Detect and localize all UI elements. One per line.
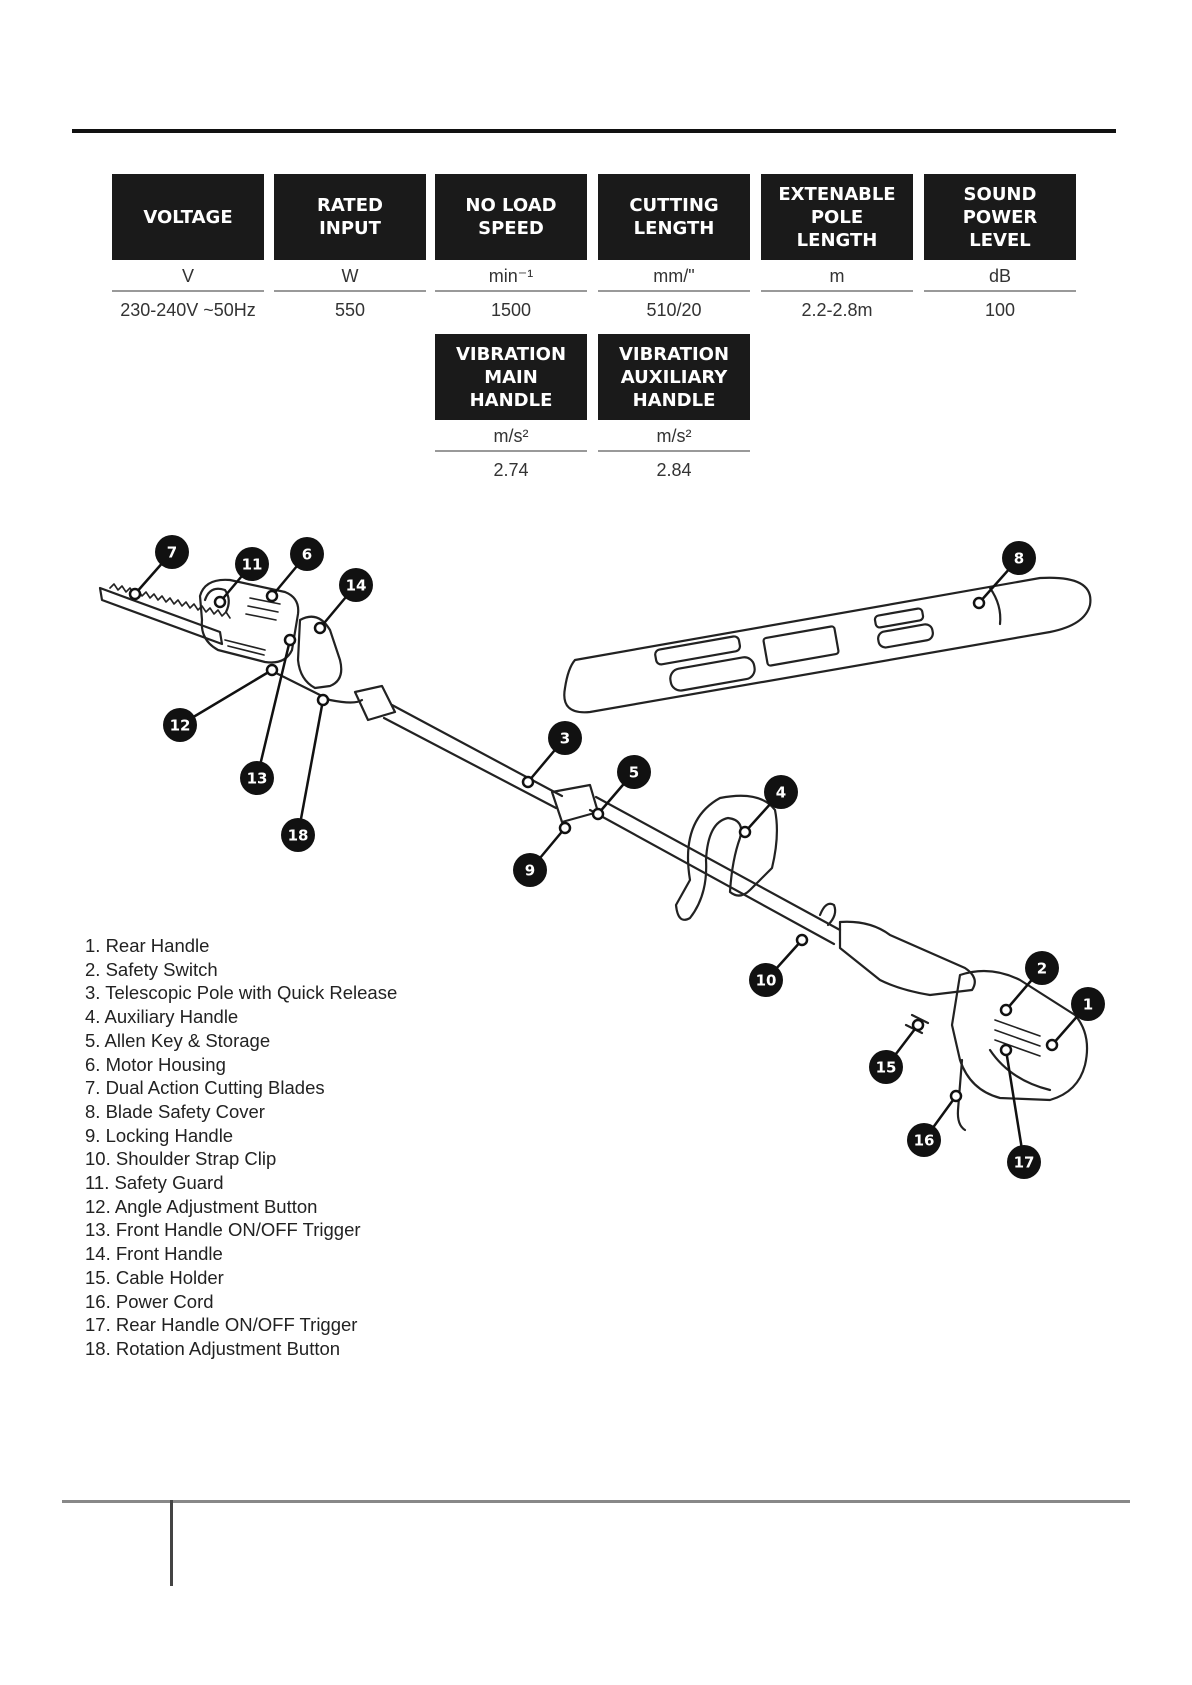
callout-7: 7 <box>155 535 189 569</box>
legend-item: 13. Front Handle ON/OFF Trigger <box>85 1219 361 1241</box>
legend-item: 1. Rear Handle <box>85 935 210 956</box>
legend-item: 5. Allen Key & Storage <box>85 1029 271 1051</box>
spec-no-load-speed: NO LOAD SPEED min⁻¹ 1500 <box>435 174 587 322</box>
callout-label: 15 <box>876 1059 897 1077</box>
callout-10: 10 <box>749 963 783 997</box>
telescopic-pole-illustration <box>353 684 976 997</box>
legend-item: 15. Cable Holder <box>85 1266 224 1288</box>
callout-label: 1 <box>1083 996 1093 1014</box>
hedge-trimmer-diagram: 7 11 6 14 8 12 13 18 3 5 9 4 10 2 1 15 1… <box>98 535 1105 1179</box>
callout-9: 9 <box>513 853 547 887</box>
legend-item: 2. Safety Switch <box>85 958 218 980</box>
spec-unit: min⁻¹ <box>435 260 587 292</box>
callout-label: 4 <box>776 784 786 802</box>
callout-label: 3 <box>560 730 570 748</box>
callout-5: 5 <box>617 755 651 789</box>
callout-label: 8 <box>1014 550 1024 568</box>
spec-voltage: VOLTAGE V 230-240V ~50Hz <box>112 174 264 322</box>
callout-14: 14 <box>339 568 373 602</box>
spec-value: 510/20 <box>646 300 702 320</box>
callout-2: 2 <box>1025 951 1059 985</box>
footer-divider <box>170 1500 173 1586</box>
footer-rule <box>62 1500 1130 1503</box>
spec-unit: m/s² <box>435 420 587 452</box>
callout-3: 3 <box>548 721 582 755</box>
callout-label: 16 <box>914 1132 935 1150</box>
legend-item: 11. Safety Guard <box>85 1172 224 1194</box>
spec-unit: W <box>274 260 426 292</box>
spec-value: 100 <box>984 300 1016 320</box>
legend-item: 7. Dual Action Cutting Blades <box>85 1077 325 1099</box>
spec-value: 2.84 <box>656 460 692 480</box>
spec-header: SOUND POWER LEVEL <box>924 174 1076 260</box>
spec-unit: V <box>112 260 264 292</box>
spec-unit: dB <box>924 260 1076 292</box>
spec-value: 1500 <box>490 300 532 320</box>
spec-rated-input: RATED INPUT W 550 <box>274 174 426 322</box>
callout-label: 2 <box>1037 960 1047 978</box>
spec-value: 230-240V ~50Hz <box>120 300 256 320</box>
callout-4: 4 <box>764 775 798 809</box>
spec-header: VIBRATION AUXILIARY HANDLE <box>598 334 750 420</box>
callout-18: 18 <box>281 818 315 852</box>
spec-vibration-main: VIBRATION MAIN HANDLE m/s² 2.74 <box>435 334 587 482</box>
legend-item: 17. Rear Handle ON/OFF Trigger <box>85 1314 358 1336</box>
callout-label: 13 <box>247 770 268 788</box>
spec-unit: m/s² <box>598 420 750 452</box>
callout-label: 12 <box>170 717 191 735</box>
top-rule <box>72 129 1116 133</box>
spec-value: 2.74 <box>493 460 529 480</box>
callout-label: 7 <box>167 544 177 562</box>
callout-8: 8 <box>1002 541 1036 575</box>
spec-header: EXTENABLE POLE LENGTH <box>761 174 913 260</box>
callout-label: 9 <box>525 862 535 880</box>
callout-label: 5 <box>629 764 639 782</box>
legend-item: 14. Front Handle <box>85 1243 223 1265</box>
spec-pole-length: EXTENABLE POLE LENGTH m 2.2-2.8m <box>761 174 913 322</box>
callout-label: 10 <box>756 972 777 990</box>
spec-header: VIBRATION MAIN HANDLE <box>435 334 587 420</box>
rear-handle-illustration <box>818 902 1089 1132</box>
spec-header: VOLTAGE <box>112 174 264 260</box>
spec-header: NO LOAD SPEED <box>435 174 587 260</box>
spec-vibration-auxiliary: VIBRATION AUXILIARY HANDLE m/s² 2.84 <box>598 334 750 482</box>
callout-label: 14 <box>346 577 367 595</box>
callout-markers: 7 11 6 14 8 12 13 18 3 5 9 4 10 2 1 15 1… <box>155 535 1105 1179</box>
legend-item: 8. Blade Safety Cover <box>85 1100 265 1122</box>
callout-15: 15 <box>869 1050 903 1084</box>
parts-legend: 1. Rear Handle 2. Safety Switch 3. Teles… <box>85 934 397 1361</box>
legend-item: 4. Auxiliary Handle <box>85 1006 239 1028</box>
callout-label: 6 <box>302 546 312 564</box>
spec-value: 2.2-2.8m <box>801 300 873 320</box>
spec-unit: mm/" <box>598 260 750 292</box>
legend-item: 6. Motor Housing <box>85 1053 226 1075</box>
callout-label: 17 <box>1014 1154 1035 1172</box>
callout-label: 18 <box>288 827 309 845</box>
auxiliary-handle-illustration <box>674 794 779 921</box>
spec-sound-power: SOUND POWER LEVEL dB 100 <box>924 174 1076 322</box>
cutting-blade-illustration <box>98 583 231 646</box>
callout-16: 16 <box>907 1123 941 1157</box>
leader-anchors <box>128 587 1059 1103</box>
legend-item: 10. Shoulder Strap Clip <box>85 1148 277 1170</box>
callout-13: 13 <box>240 761 274 795</box>
spec-unit: m <box>761 260 913 292</box>
spec-value: 550 <box>334 300 366 320</box>
callout-11: 11 <box>235 547 269 581</box>
callout-1: 1 <box>1071 987 1105 1021</box>
legend-item: 18. Rotation Adjustment Button <box>85 1337 341 1359</box>
legend-item: 16. Power Cord <box>85 1290 214 1312</box>
spec-header: RATED INPUT <box>274 174 426 260</box>
legend-item: 9. Locking Handle <box>85 1124 234 1146</box>
spec-cutting-length: CUTTING LENGTH mm/" 510/20 <box>598 174 750 322</box>
legend-item: 12. Angle Adjustment Button <box>85 1195 318 1217</box>
spec-header: CUTTING LENGTH <box>598 174 750 260</box>
callout-17: 17 <box>1007 1145 1041 1179</box>
callout-label: 11 <box>242 556 263 574</box>
blade-safety-cover-illustration <box>563 576 1092 714</box>
legend-item: 3. Telescopic Pole with Quick Release <box>85 982 398 1004</box>
callout-6: 6 <box>290 537 324 571</box>
motor-housing-illustration <box>198 578 364 704</box>
callout-12: 12 <box>163 708 197 742</box>
